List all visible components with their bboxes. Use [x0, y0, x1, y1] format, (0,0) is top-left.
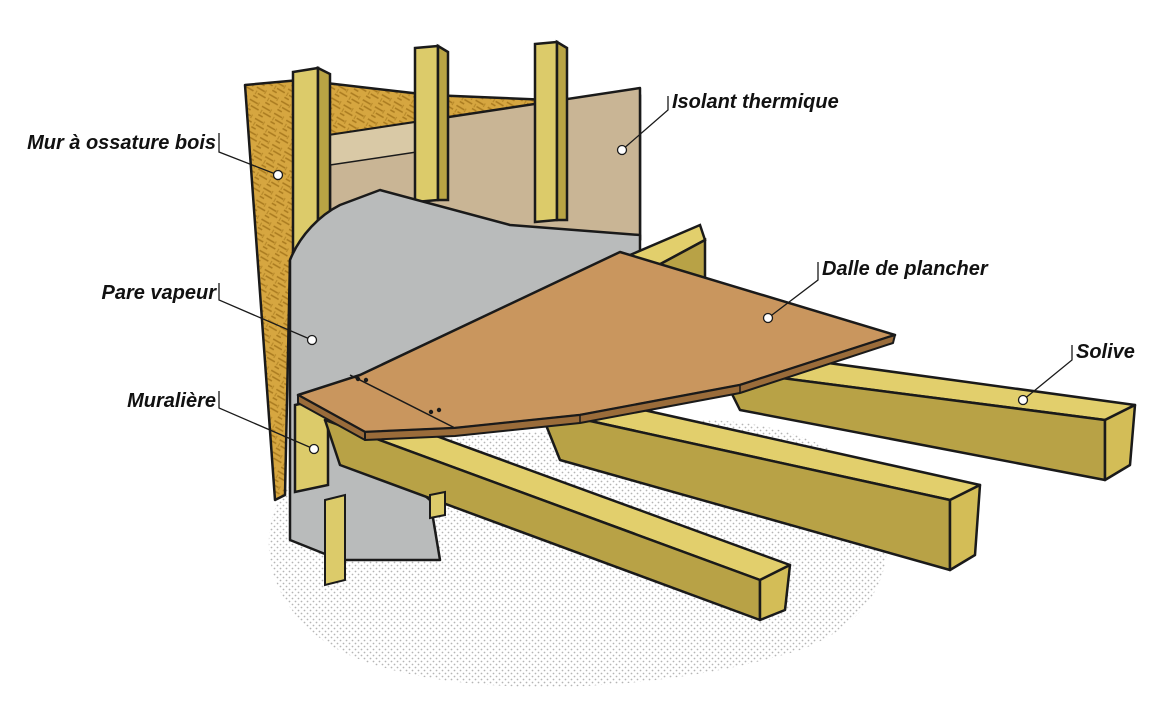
label-joist: Solive [1076, 341, 1135, 363]
floor-slab [296, 250, 897, 441]
label-ledger: Muralière [127, 390, 216, 412]
label-floor-slab: Dalle de plancher [822, 258, 988, 280]
leader-lines [218, 96, 1073, 450]
joist-posts [324, 490, 446, 587]
label-insulation: Isolant thermique [672, 91, 839, 113]
label-vapor-barrier: Pare vapeur [101, 282, 216, 304]
label-wall: Mur à ossature bois [27, 132, 216, 154]
joist-1 [323, 408, 792, 622]
leader-targets [272, 144, 1029, 455]
